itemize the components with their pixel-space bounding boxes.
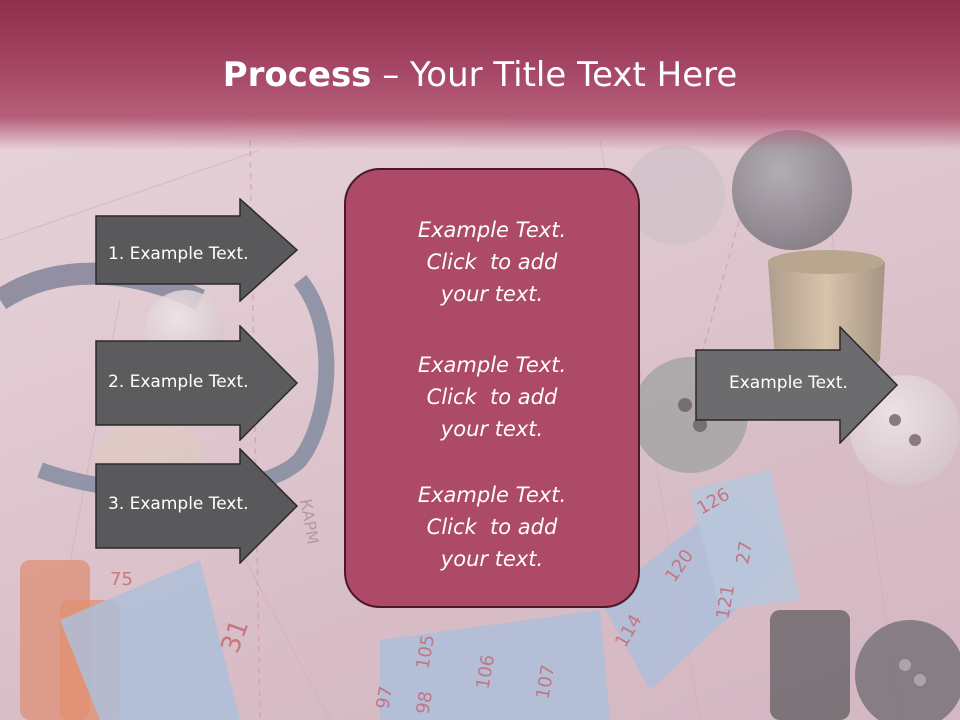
center-text-line: Example Text. <box>417 353 567 377</box>
title-rest: – Your Title Text Here <box>371 55 738 95</box>
center-text-line: your text. <box>440 282 544 306</box>
title-bar <box>0 0 960 150</box>
center-text-line: Click to add <box>426 515 558 539</box>
center-text-line: your text. <box>440 417 544 441</box>
arrow-shape-right[interactable] <box>695 326 899 444</box>
center-text-block-2[interactable]: Example Text. Click to add your text. <box>346 349 638 445</box>
tape-number: 27 <box>733 540 758 566</box>
tape-number: 75 <box>110 569 133 590</box>
center-content-box[interactable]: Example Text. Click to add your text. Ex… <box>344 168 640 608</box>
title-bold: Process <box>222 55 372 95</box>
arrow-label-3[interactable]: 3. Example Text. <box>108 494 249 514</box>
tape-number: 97 <box>373 685 398 711</box>
center-text-block-1[interactable]: Example Text. Click to add your text. <box>346 214 638 310</box>
center-text-line: Click to add <box>426 385 558 409</box>
arrow-label-1[interactable]: 1. Example Text. <box>108 244 249 264</box>
arrow-shape-1[interactable] <box>95 198 299 302</box>
center-text-block-3[interactable]: Example Text. Click to add your text. <box>346 479 638 575</box>
arrow-shape-2[interactable] <box>95 325 299 441</box>
slide-title: Process – Your Title Text Here <box>0 50 960 100</box>
center-text-line: Example Text. <box>417 483 567 507</box>
arrow-label-2[interactable]: 2. Example Text. <box>108 372 249 392</box>
arrow-label-right[interactable]: Example Text. <box>729 373 848 393</box>
center-text-line: Click to add <box>426 250 558 274</box>
center-text-line: your text. <box>440 547 544 571</box>
center-text-line: Example Text. <box>417 218 567 242</box>
tape-number: 98 <box>413 690 438 716</box>
arrow-shape-3[interactable] <box>95 448 299 564</box>
